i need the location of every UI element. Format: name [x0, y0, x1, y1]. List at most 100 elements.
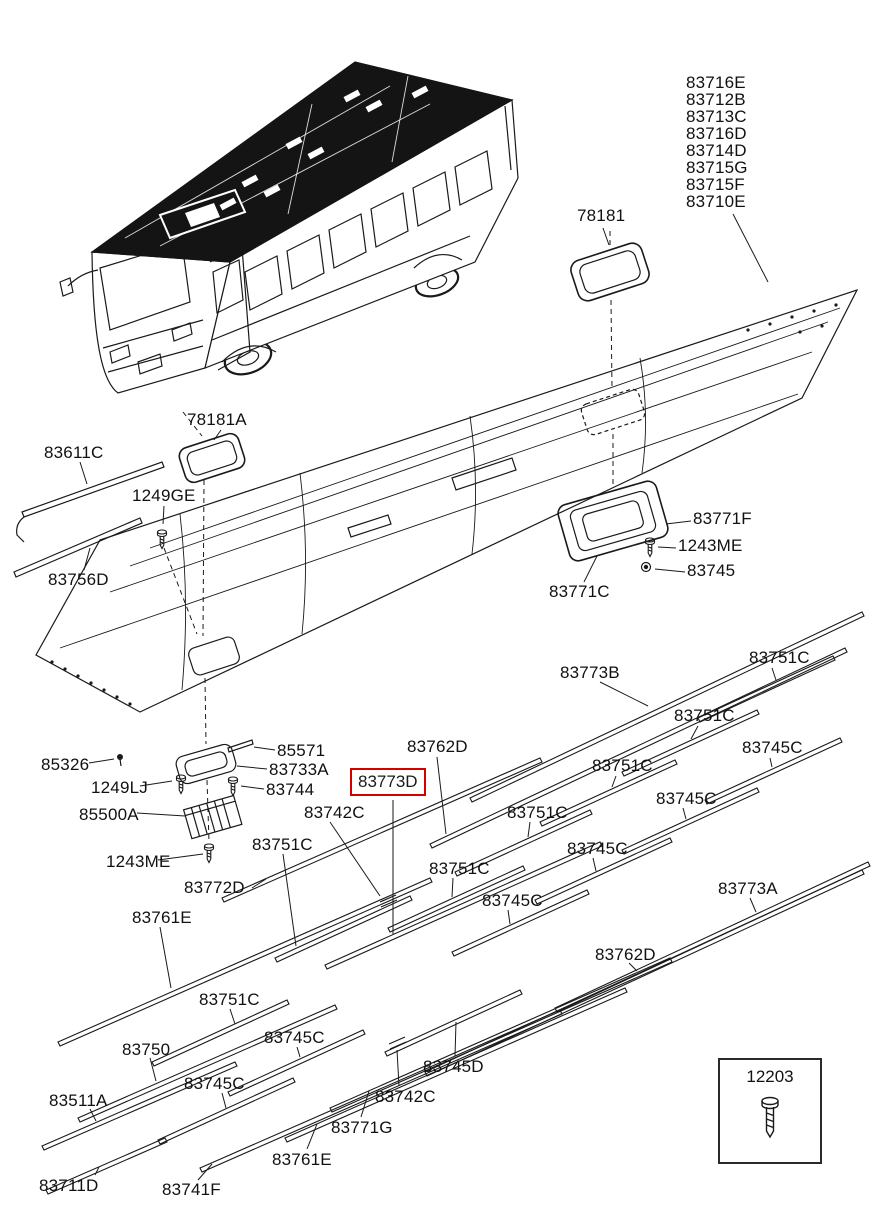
strip-83751C-2 — [621, 709, 760, 777]
legend-part-number[interactable]: 12203 — [746, 1067, 794, 1086]
strip-83751C-1 — [697, 655, 836, 723]
rail-83741F — [199, 1009, 563, 1173]
callout-83751C-6[interactable]: 83751C — [252, 835, 313, 854]
strip-83745C-6 — [157, 1077, 296, 1145]
part-83733A-ring — [175, 743, 237, 785]
callout-78181[interactable]: 78181 — [577, 206, 626, 225]
callout-83750[interactable]: 83750 — [122, 1040, 171, 1059]
callout-1243ME-right[interactable]: 1243ME — [678, 536, 743, 555]
callout-83714D[interactable]: 83714D — [686, 141, 747, 160]
roof-vent-marks — [219, 85, 429, 211]
strip-83745C-2 — [621, 787, 760, 855]
callout-83713C[interactable]: 83713C — [686, 107, 747, 126]
callout-1249LJ[interactable]: 1249LJ — [91, 778, 148, 797]
callout-83712B[interactable]: 83712B — [686, 90, 746, 109]
headlight-right — [171, 322, 193, 342]
callout-83744[interactable]: 83744 — [266, 780, 315, 799]
part-85571-strip — [227, 739, 254, 753]
callout-83733A[interactable]: 83733A — [269, 760, 329, 779]
rail-83772D — [221, 757, 543, 903]
callout-1243ME-left[interactable]: 1243ME — [106, 852, 171, 871]
callout-83771C[interactable]: 83771C — [549, 582, 610, 601]
strip-83745D — [384, 989, 523, 1057]
rail-83711D — [45, 1137, 168, 1195]
callout-83773B[interactable]: 83773B — [560, 663, 620, 682]
callout-83716D[interactable]: 83716D — [686, 124, 747, 143]
callout-78181A[interactable]: 78181A — [187, 410, 247, 429]
roof-sheet-panel — [35, 288, 859, 713]
callout-83715G[interactable]: 83715G — [686, 158, 748, 177]
callout-83772D[interactable]: 83772D — [184, 878, 245, 897]
callout-83745C-3[interactable]: 83745C — [567, 839, 628, 858]
skirt-line — [211, 235, 471, 341]
side-window — [412, 171, 451, 227]
callout-85571[interactable]: 85571 — [277, 741, 326, 760]
callout-83711D[interactable]: 83711D — [39, 1176, 99, 1195]
callout-83745C-6[interactable]: 83745C — [184, 1074, 245, 1093]
highlight-box-83773D[interactable]: 83773D — [350, 768, 426, 796]
callout-1249GE[interactable]: 1249GE — [132, 486, 196, 505]
callout-83761E-top[interactable]: 83761E — [132, 908, 192, 927]
sheet-outline — [35, 288, 859, 713]
callout-83751C-2[interactable]: 83751C — [674, 706, 735, 725]
part-83756D-rail — [13, 517, 143, 578]
hatch-opening-rear — [580, 388, 646, 436]
callout-83742C-top[interactable]: 83742C — [304, 803, 365, 822]
callout-83773D-highlighted[interactable]: 83773D — [358, 772, 418, 791]
antenna-opening — [451, 457, 517, 491]
wheel-arch — [413, 253, 463, 269]
leader-lines — [79, 213, 777, 1181]
callout-83611C[interactable]: 83611C — [44, 443, 104, 462]
callout-85500A[interactable]: 85500A — [79, 805, 139, 824]
callout-83745D[interactable]: 83745D — [423, 1057, 484, 1076]
callout-83751C-7[interactable]: 83751C — [199, 990, 260, 1009]
callout-83773A[interactable]: 83773A — [718, 879, 778, 898]
strip-83745C-3 — [534, 837, 673, 905]
callout-83716E[interactable]: 83716E — [686, 73, 746, 92]
rail-83773B — [469, 611, 865, 803]
callout-83756D[interactable]: 83756D — [48, 570, 109, 589]
callout-83771F[interactable]: 83771F — [693, 509, 752, 528]
callout-85326[interactable]: 85326 — [41, 755, 90, 774]
screw-1249LJ — [175, 774, 187, 795]
callout-83710E[interactable]: 83710E — [686, 192, 746, 211]
strip-83751C-6 — [274, 895, 413, 963]
part-78181-seal — [570, 242, 650, 302]
strip-83751C-3 — [539, 759, 678, 827]
callout-83745[interactable]: 83745 — [687, 561, 736, 580]
callout-83751C-1[interactable]: 83751C — [749, 648, 810, 667]
strip-83745C-1 — [704, 737, 843, 805]
callout-83745C-5[interactable]: 83745C — [264, 1028, 325, 1047]
callout-83511A[interactable]: 83511A — [49, 1091, 108, 1110]
callout-83751C-4[interactable]: 83751C — [507, 803, 568, 822]
exploded-parts — [13, 242, 669, 1050]
callout-83762D-bottom[interactable]: 83762D — [595, 945, 656, 964]
callout-83742C-bottom[interactable]: 83742C — [375, 1087, 436, 1106]
side-window — [454, 150, 493, 206]
side-window — [328, 213, 367, 269]
part-78181A-seal — [178, 432, 246, 484]
wheel-arch — [221, 345, 277, 363]
side-window — [244, 255, 283, 311]
callout-83762D-top[interactable]: 83762D — [407, 737, 468, 756]
rail-83773D — [324, 841, 603, 970]
callout-83771G[interactable]: 83771G — [331, 1118, 393, 1137]
rail-83761E-bottom — [284, 987, 628, 1143]
screw-1243ME-left — [203, 843, 215, 864]
callout-83761E-bottom[interactable]: 83761E — [272, 1150, 332, 1169]
legend-box: 12203 — [718, 1058, 822, 1164]
callout-83751C-3[interactable]: 83751C — [592, 756, 653, 775]
callout-83745C-2[interactable]: 83745C — [656, 789, 717, 808]
callout-83751C-5[interactable]: 83751C — [429, 859, 490, 878]
callout-83745C-1[interactable]: 83745C — [742, 738, 803, 757]
callout-83715F[interactable]: 83715F — [686, 175, 745, 194]
strip-83751C-7 — [151, 999, 290, 1067]
assembly-dashed-lines — [163, 231, 614, 843]
callout-83741F[interactable]: 83741F — [162, 1180, 221, 1199]
callout-83745C-4[interactable]: 83745C — [482, 891, 543, 910]
grommet-83745 — [640, 561, 652, 573]
rail-83761E-top — [57, 877, 433, 1047]
strip-83745C-4 — [451, 889, 590, 957]
